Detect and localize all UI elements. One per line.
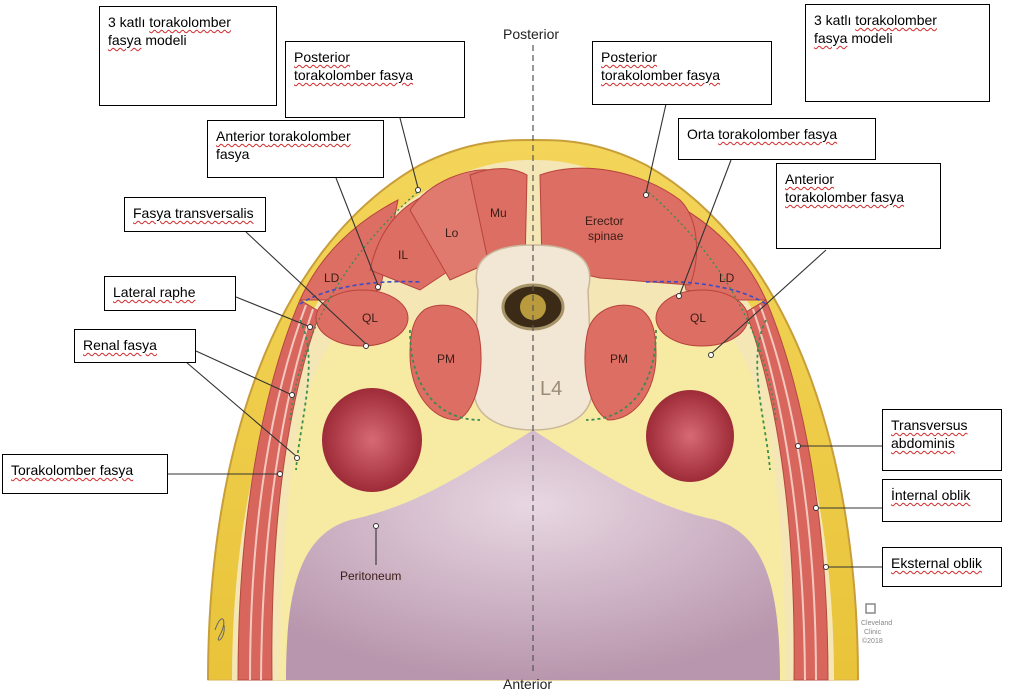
- model-title-right-w2: torakolomber: [855, 12, 937, 28]
- label-erector-1: Erector: [585, 214, 624, 228]
- label-anterior: Anterior: [503, 676, 552, 692]
- callout-eksternal-oblik: Eksternal oblik: [882, 547, 1002, 587]
- label-il: IL: [398, 248, 408, 262]
- callout-anterior-left-l2: fasya: [216, 146, 249, 162]
- callout-transversus: Transversus abdominis: [882, 409, 1002, 471]
- callout-eksternal-oblik-text: Eksternal oblik: [891, 555, 982, 571]
- callout-posterior-right: Posterior torakolomber fasya: [592, 41, 772, 105]
- label-ld-right: LD: [719, 271, 735, 285]
- label-pm-left: PM: [437, 352, 455, 366]
- kidney-right: [646, 390, 734, 482]
- callout-anterior-right-l1: Anterior: [785, 171, 834, 187]
- callout-orta-l1b: torakolomber fasya: [718, 126, 837, 142]
- label-ql-left: QL: [362, 311, 378, 325]
- callout-transversus-l2: abdominis: [891, 435, 955, 451]
- model-title-left-w1: 3 katlı: [108, 14, 149, 30]
- callout-anterior-right: Anterior torakolomber fasya: [776, 163, 941, 249]
- label-pm-right: PM: [610, 352, 628, 366]
- callout-internal-oblik: İnternal oblik: [882, 479, 1002, 522]
- model-title-right: 3 katlı torakolomber fasya modeli: [805, 4, 990, 102]
- callout-orta-l1a: Orta: [687, 126, 718, 142]
- label-posterior: Posterior: [503, 26, 559, 42]
- model-title-left-w3: fasya: [108, 32, 141, 48]
- callout-torakolomber-fasya-text: Torakolomber fasya: [11, 462, 133, 478]
- model-title-right-w3: fasya: [814, 30, 847, 46]
- callout-renal-fasya-text: Renal fasya: [83, 337, 157, 353]
- callout-posterior-right-l1: Posterior: [601, 49, 657, 65]
- callout-anterior-left-l1b: torakolomber: [269, 128, 351, 144]
- callout-internal-oblik-text: İnternal oblik: [891, 487, 970, 503]
- callout-lateral-raphe: Lateral raphe: [104, 276, 236, 311]
- label-ql-right: QL: [690, 311, 706, 325]
- model-title-right-w1: 3 katlı: [814, 12, 855, 28]
- callout-posterior-right-l2: torakolomber fasya: [601, 67, 720, 83]
- callout-orta: Orta torakolomber fasya: [678, 118, 876, 160]
- callout-lateral-raphe-text: Lateral raphe: [113, 284, 196, 300]
- callout-anterior-right-l2: torakolomber fasya: [785, 189, 904, 205]
- label-lo: Lo: [445, 226, 459, 240]
- credit-line-3: ©2018: [862, 637, 883, 645]
- callout-renal-fasya: Renal fasya: [74, 329, 196, 363]
- kidney-left: [322, 388, 422, 492]
- credit-logo-icon: [866, 604, 875, 613]
- credit-line-2: Clinic: [864, 629, 882, 636]
- callout-fasya-transversalis: Fasya transversalis: [124, 197, 266, 232]
- model-title-left-w2: torakolomber: [149, 14, 231, 30]
- model-title-left-w4: modeli: [141, 32, 186, 48]
- model-title-left: 3 katlı torakolomber fasya modeli: [99, 6, 277, 106]
- callout-posterior-left-l2: torakolomber fasya: [294, 67, 413, 83]
- label-peritoneum: Peritoneum: [340, 569, 401, 583]
- credit-line-1: Cleveland: [861, 620, 892, 627]
- label-ld-left: LD: [324, 271, 340, 285]
- model-title-right-w4: modeli: [847, 30, 892, 46]
- callout-torakolomber-fasya: Torakolomber fasya: [2, 454, 168, 494]
- label-erector-2: spinae: [588, 229, 624, 243]
- label-mu: Mu: [490, 206, 507, 220]
- callout-transversus-l1: Transversus: [891, 417, 968, 433]
- callout-posterior-left: Posterior torakolomber fasya: [285, 41, 465, 118]
- label-vertebra: L4: [540, 378, 562, 400]
- callout-posterior-left-l1: Posterior: [294, 49, 350, 65]
- callout-anterior-left: Anterior torakolomber fasya: [207, 120, 384, 178]
- callout-fasya-transversalis-text: Fasya transversalis: [133, 205, 254, 221]
- callout-anterior-left-l1a: Anterior: [216, 128, 269, 144]
